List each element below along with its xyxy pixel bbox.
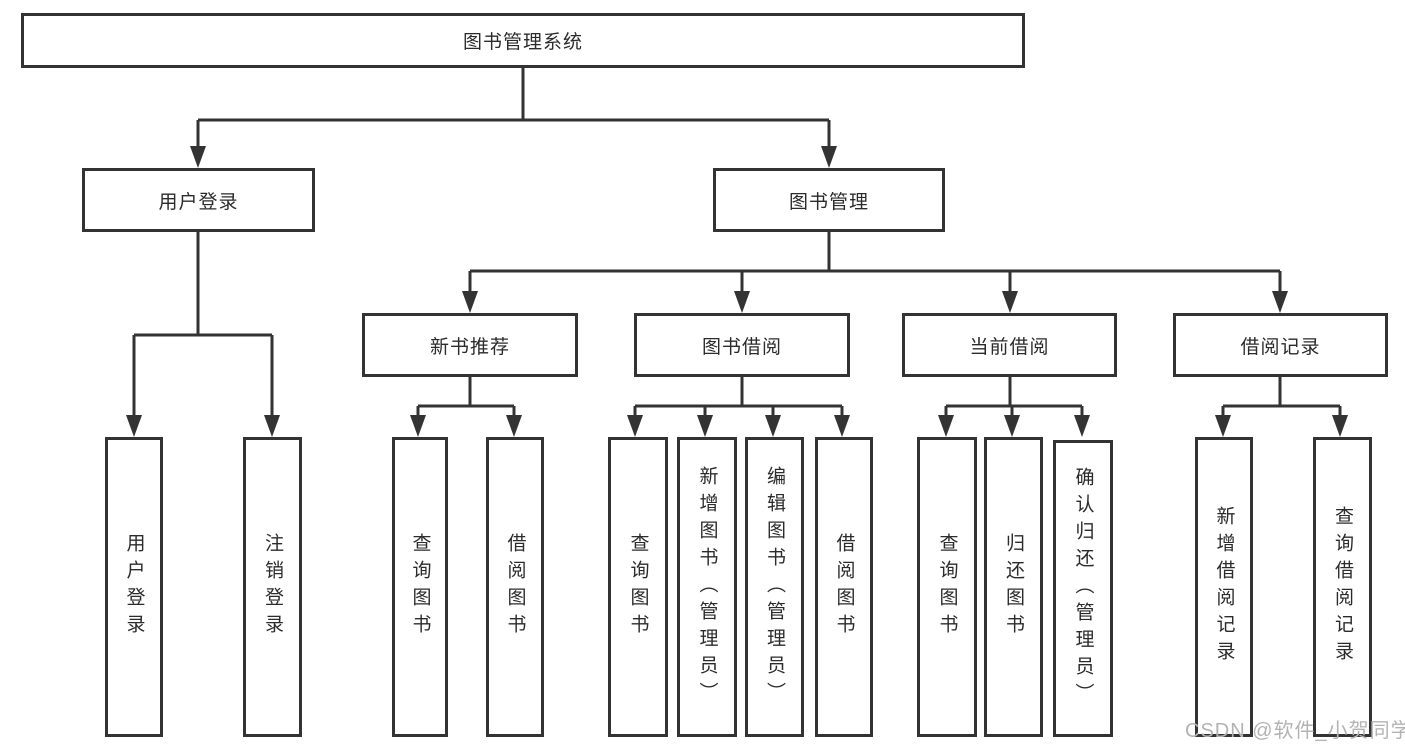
connector-current-to-leaves xyxy=(938,377,1090,437)
leaf-query-books-current: 查询图书 xyxy=(917,437,977,737)
node-current-borrowing: 当前借阅 xyxy=(902,313,1117,377)
leaf-query-borrow-record-label: 查询借阅记录 xyxy=(1332,506,1353,668)
node-book-borrowing: 图书借阅 xyxy=(634,313,850,377)
connector-root-to-level2 xyxy=(190,68,837,168)
node-borrowing-records: 借阅记录 xyxy=(1173,313,1388,377)
leaf-query-books-newbook-label: 查询图书 xyxy=(409,533,431,641)
connector-manage-to-level3 xyxy=(462,232,1288,313)
leaf-confirm-return-admin: 确认归还（管理员） xyxy=(1053,440,1113,737)
node-root-library-system: 图书管理系统 xyxy=(21,13,1025,68)
leaf-return-books-label: 归还图书 xyxy=(1003,533,1024,641)
leaf-query-books-newbook: 查询图书 xyxy=(392,437,448,737)
connector-borrow-to-leaves xyxy=(627,377,850,437)
connector-login-to-leaves xyxy=(126,232,280,437)
leaf-confirm-return-admin-label: 确认归还（管理员） xyxy=(1072,467,1094,710)
leaf-logout: 注销登录 xyxy=(243,437,302,737)
csdn-watermark: CSDN @软件_小贺同学 xyxy=(1185,720,1405,742)
leaf-user-login: 用户登录 xyxy=(105,437,163,737)
connector-newbook-to-leaves xyxy=(410,377,522,437)
leaf-add-borrow-record: 新增借阅记录 xyxy=(1195,437,1253,737)
connector-records-to-leaves xyxy=(1215,377,1348,437)
leaf-query-books-current-label: 查询图书 xyxy=(936,533,958,641)
leaf-user-login-label: 用户登录 xyxy=(123,533,145,641)
leaf-query-borrow-record: 查询借阅记录 xyxy=(1313,437,1372,737)
node-new-book-recommendation: 新书推荐 xyxy=(362,313,578,377)
node-user-login: 用户登录 xyxy=(82,168,315,232)
leaf-return-books: 归还图书 xyxy=(984,437,1043,737)
leaf-add-books-admin-label: 新增图书（管理员） xyxy=(696,465,718,709)
leaf-edit-books-admin: 编辑图书（管理员） xyxy=(745,437,804,737)
leaf-edit-books-admin-label: 编辑图书（管理员） xyxy=(764,465,785,709)
leaf-borrow-books-newbook: 借阅图书 xyxy=(486,437,544,737)
leaf-borrow-books-label: 借阅图书 xyxy=(833,533,855,641)
leaf-add-books-admin: 新增图书（管理员） xyxy=(677,437,737,737)
leaf-query-books-borrow-label: 查询图书 xyxy=(627,533,649,641)
leaf-add-borrow-record-label: 新增借阅记录 xyxy=(1213,506,1235,668)
leaf-borrow-books-newbook-label: 借阅图书 xyxy=(504,533,526,641)
leaf-logout-label: 注销登录 xyxy=(262,533,283,641)
leaf-borrow-books: 借阅图书 xyxy=(815,437,873,737)
node-book-management: 图书管理 xyxy=(713,168,945,232)
leaf-query-books-borrow: 查询图书 xyxy=(608,437,668,737)
